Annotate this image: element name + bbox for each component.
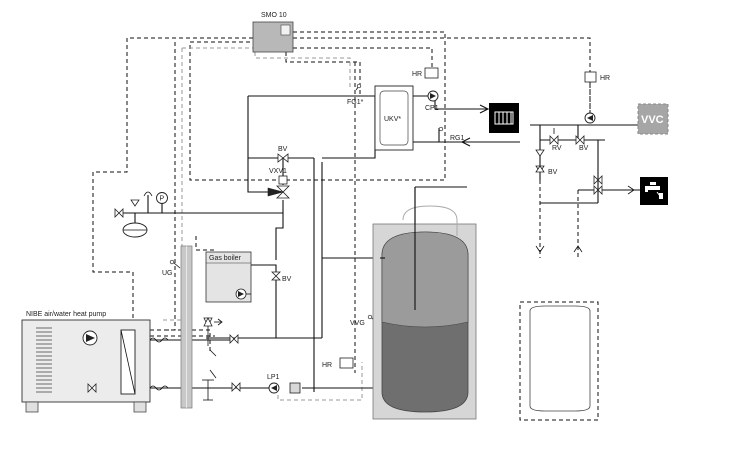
ukv-buffer-tank: UKV*	[374, 85, 414, 151]
bv-label-dhw-top: BV	[579, 145, 589, 152]
gauge-label: P	[160, 196, 165, 203]
bv-label-dhw: BV	[548, 169, 558, 176]
hr-relay-dhw: HR	[584, 71, 610, 112]
bv-valve-boiler: BV	[271, 271, 292, 283]
storage-tank	[372, 205, 477, 420]
sensor-icon: FG1*	[347, 83, 364, 106]
rg1-sensor: RG1	[438, 126, 465, 142]
gas-boiler: Gas boiler	[205, 251, 252, 303]
expansion-vessel-icon	[122, 222, 148, 238]
fg1-label: FG1*	[347, 99, 364, 106]
hr-relay-top: HR	[412, 67, 439, 79]
vvc-label: VVC	[641, 114, 664, 126]
control-wiring	[92, 31, 599, 421]
hr-label-top: HR	[412, 71, 422, 78]
ug-sensor	[169, 259, 181, 269]
rg1-label: RG1	[450, 135, 465, 142]
dhw-arrows	[535, 185, 635, 253]
pump-icon: CP1	[425, 90, 439, 112]
lp1-pump: LP1	[267, 374, 301, 394]
dhw-tank	[529, 305, 591, 412]
vvc-box[interactable]: VVC	[637, 103, 669, 135]
hr-label-dhw: HR	[600, 75, 610, 82]
lp1-label: LP1	[267, 374, 280, 381]
heat-pump-label: NIBE air/water heat pump	[26, 311, 106, 318]
bv-label-top: BV	[278, 146, 288, 153]
nibe-heat-pump: NIBE air/water heat pump	[21, 311, 151, 413]
hr-relay-bottom: HR	[322, 357, 354, 369]
bv-valve-top: BV	[277, 146, 289, 163]
flue-pipe	[180, 245, 193, 409]
tap-icon[interactable]	[640, 177, 668, 205]
ukv-label: UKV*	[384, 116, 401, 123]
vxv1-valve: VXV1	[267, 168, 290, 199]
vvg-label: VVG	[350, 320, 365, 327]
bv-label-boiler: BV	[282, 276, 292, 283]
dhw-valves: RV BV BV	[535, 128, 603, 195]
radiator-icon[interactable]	[489, 103, 519, 133]
cp1-label: CP1	[425, 105, 439, 112]
pressure-gauge-icon: P	[143, 191, 168, 204]
valve-icon	[202, 317, 241, 401]
rv-label: RV	[552, 145, 562, 152]
ug-label: UG	[162, 270, 173, 277]
hr-label-bottom: HR	[322, 362, 332, 369]
dhw-pump	[584, 112, 596, 124]
vxv1-label: VXV1	[269, 168, 287, 175]
gas-boiler-label: Gas boiler	[209, 255, 242, 262]
smo10-controller[interactable]: SMO 10	[252, 12, 294, 53]
safety-valve	[114, 199, 140, 218]
controller-label: SMO 10	[261, 12, 287, 19]
